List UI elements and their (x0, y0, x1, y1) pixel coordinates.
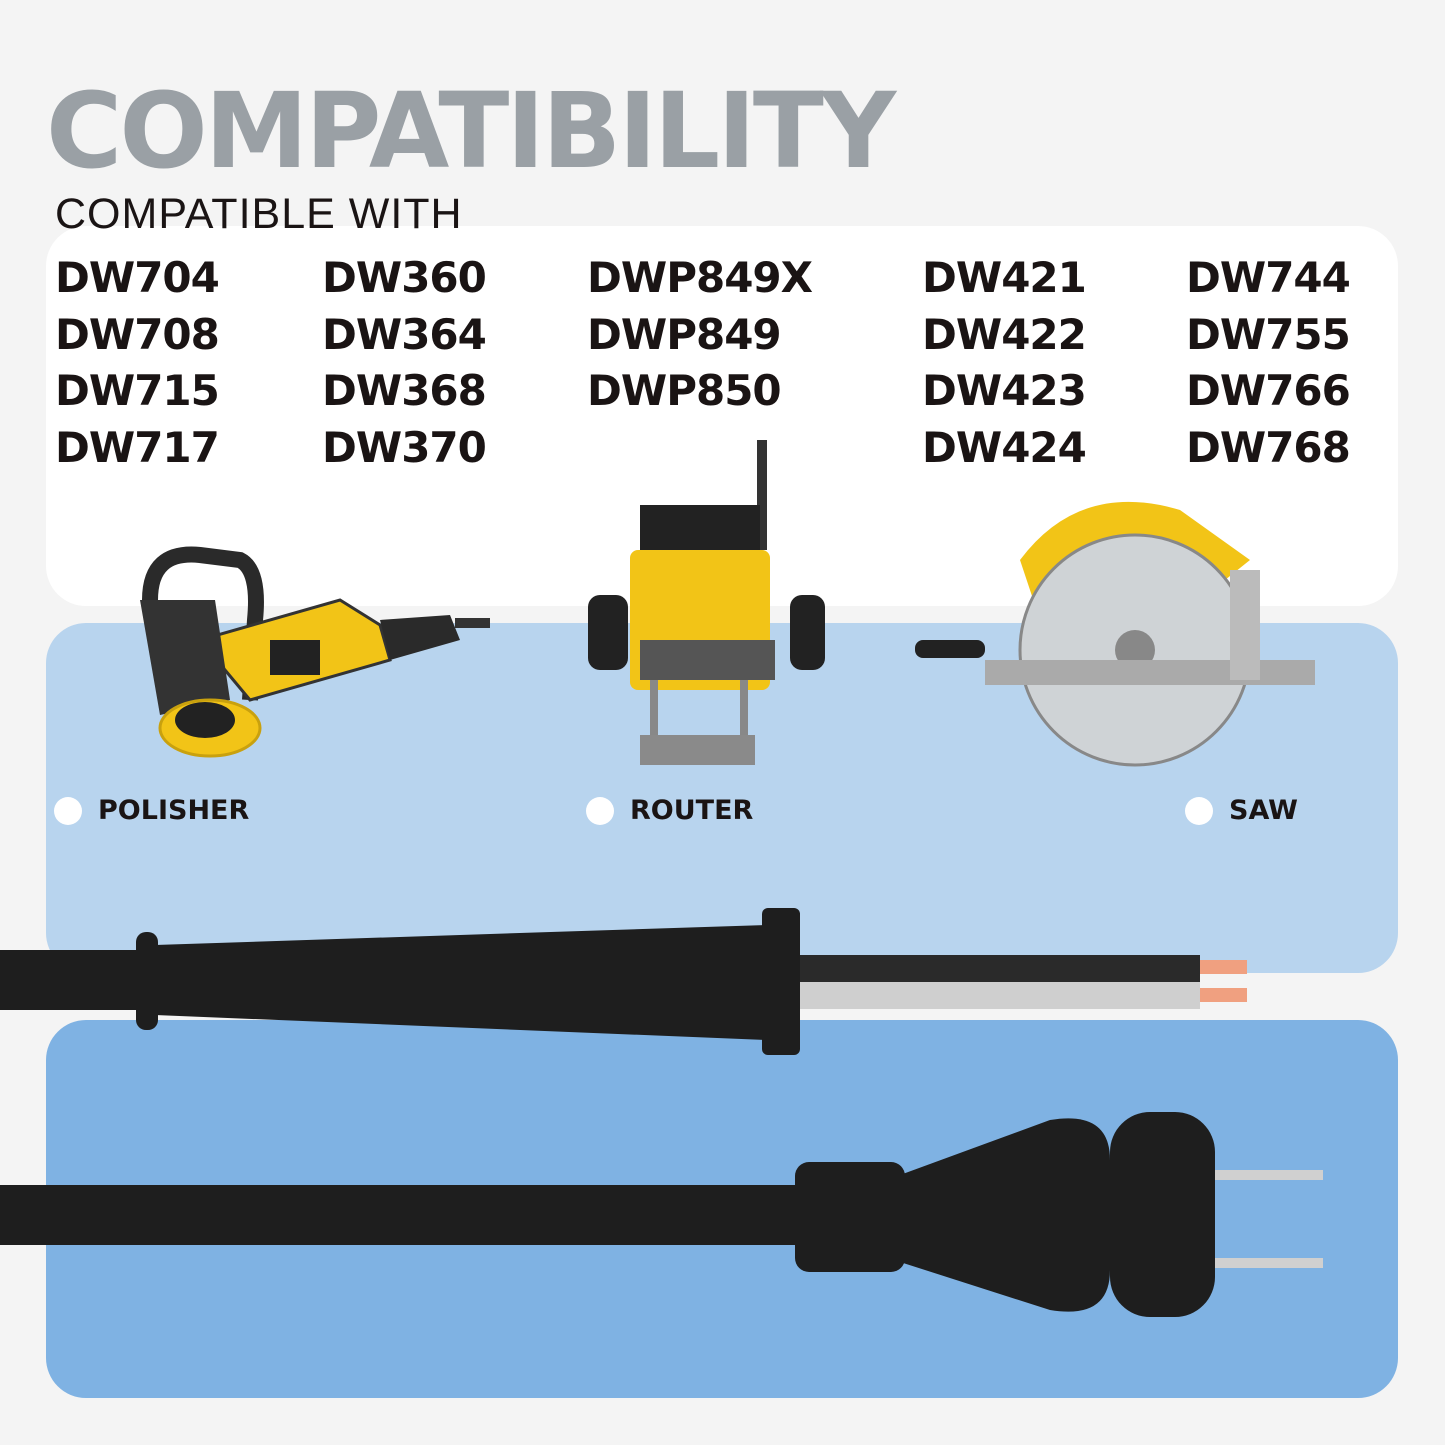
model-number: DW708 (55, 309, 220, 359)
model-number: DW715 (55, 366, 220, 415)
model-number: DWP850 (587, 366, 782, 415)
page-title: COMPATIBILITY (46, 70, 896, 192)
model-number: DW755 (1186, 309, 1351, 359)
plug-cable-end (0, 1112, 1323, 1317)
page-subtitle: COMPATIBLE WITH (55, 190, 463, 238)
model-number: DW768 (1186, 422, 1351, 472)
bullet-icon (1185, 796, 1213, 825)
tool-label-router: ROUTER (586, 795, 753, 826)
tool-label-polisher: POLISHER (54, 795, 249, 826)
model-number: DW766 (1186, 366, 1351, 415)
saw-image (915, 501, 1315, 767)
model-number: DW422 (922, 309, 1087, 359)
model-number: DW744 (1186, 253, 1351, 302)
model-number: DW360 (322, 253, 487, 302)
model-number: DW424 (922, 422, 1087, 472)
bare-wire-cable-end (0, 908, 1247, 1055)
model-number: DW364 (322, 309, 487, 359)
model-number: DW370 (322, 422, 487, 472)
router-image (588, 440, 825, 765)
tool-label-saw: SAW (1185, 795, 1298, 826)
model-number: DW717 (55, 422, 220, 472)
model-number: DW423 (922, 366, 1087, 415)
model-number: DW421 (922, 253, 1087, 302)
bullet-icon (586, 796, 614, 825)
model-number: DW368 (322, 366, 487, 415)
model-number: DW704 (55, 253, 220, 302)
bullet-icon (54, 796, 82, 825)
model-number: DWP849X (587, 253, 813, 302)
polisher-image (140, 546, 490, 758)
model-number: DWP849 (587, 309, 782, 359)
